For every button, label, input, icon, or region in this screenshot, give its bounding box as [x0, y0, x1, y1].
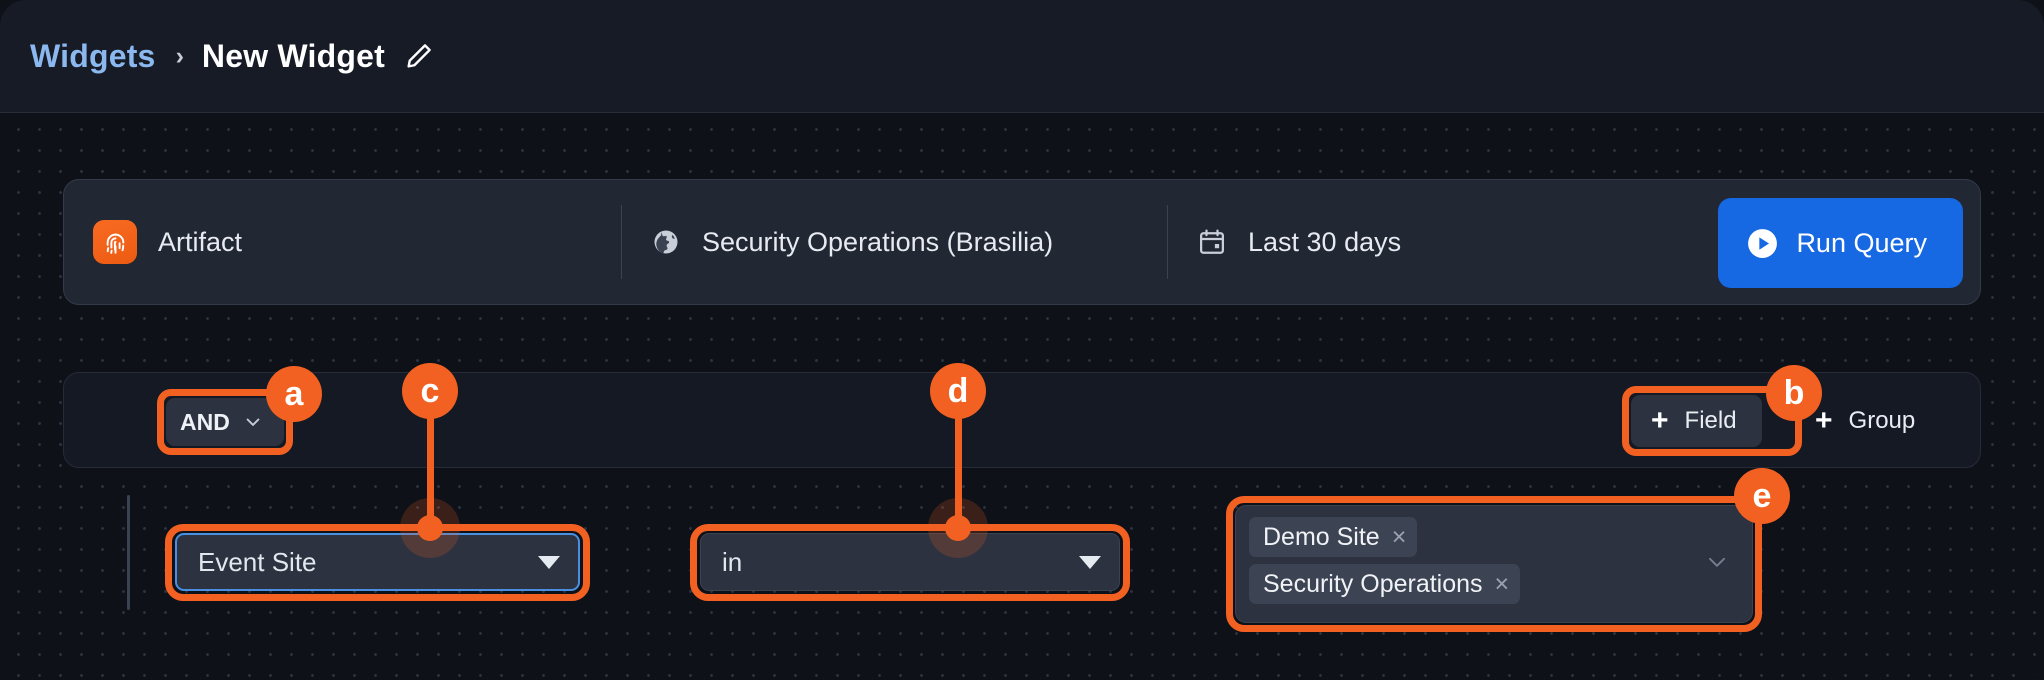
query-bar-date-range-selector[interactable]: Last 30 days — [1168, 180, 1980, 304]
value-tag[interactable]: Security Operations × — [1249, 564, 1521, 604]
value-tag[interactable]: Demo Site × — [1249, 517, 1418, 557]
calendar-icon — [1197, 227, 1227, 257]
value-tag-label: Security Operations — [1263, 569, 1483, 598]
fingerprint-icon — [93, 220, 137, 264]
query-bar-artifact-selector[interactable]: Artifact — [64, 180, 621, 304]
logic-operator-label: AND — [180, 408, 230, 435]
logic-operator-dropdown[interactable]: AND — [166, 398, 284, 446]
query-bar: Artifact Security Operations (Brasilia) — [63, 179, 1981, 305]
query-bar-divider-1 — [621, 205, 622, 279]
page-title: New Widget — [201, 37, 385, 74]
condition-field-dropdown[interactable]: Event Site — [175, 533, 580, 591]
query-bar-divider-2 — [1167, 205, 1168, 279]
condition-operator-dropdown[interactable]: in — [700, 533, 1120, 591]
artifact-label: Artifact — [158, 226, 243, 257]
condition-operator-value: in — [722, 546, 743, 577]
add-field-button[interactable]: + Field — [1631, 395, 1762, 447]
close-icon[interactable]: × — [1494, 569, 1510, 598]
plus-icon: + — [1815, 404, 1833, 437]
chevron-down-icon — [243, 412, 263, 432]
play-icon — [1746, 227, 1779, 260]
chevron-down-icon — [1704, 549, 1730, 580]
add-group-button[interactable]: + Group — [1795, 395, 1940, 447]
date-range-label: Last 30 days — [1248, 226, 1402, 257]
caret-down-icon — [1079, 555, 1101, 569]
plus-icon: + — [1651, 404, 1669, 437]
pencil-icon[interactable] — [404, 41, 434, 71]
add-group-label: Group — [1848, 407, 1916, 434]
add-field-label: Field — [1684, 407, 1737, 434]
source-label: Security Operations (Brasilia) — [702, 226, 1054, 257]
globe-icon — [651, 227, 681, 257]
run-query-label: Run Query — [1796, 227, 1927, 258]
condition-group-rail — [127, 495, 130, 610]
run-query-button[interactable]: Run Query — [1718, 198, 1963, 288]
breadcrumb-widgets-link[interactable]: Widgets — [30, 37, 156, 74]
close-icon[interactable]: × — [1391, 522, 1407, 551]
query-bar-source-selector[interactable]: Security Operations (Brasilia) — [622, 180, 1167, 304]
page-header: Widgets › New Widget — [0, 0, 2044, 113]
caret-down-icon — [538, 555, 560, 569]
condition-values-multiselect[interactable]: Demo Site × Security Operations × — [1235, 505, 1753, 623]
breadcrumb-separator-icon: › — [175, 41, 184, 70]
value-tag-label: Demo Site — [1263, 522, 1380, 551]
condition-field-value: Event Site — [198, 546, 317, 577]
